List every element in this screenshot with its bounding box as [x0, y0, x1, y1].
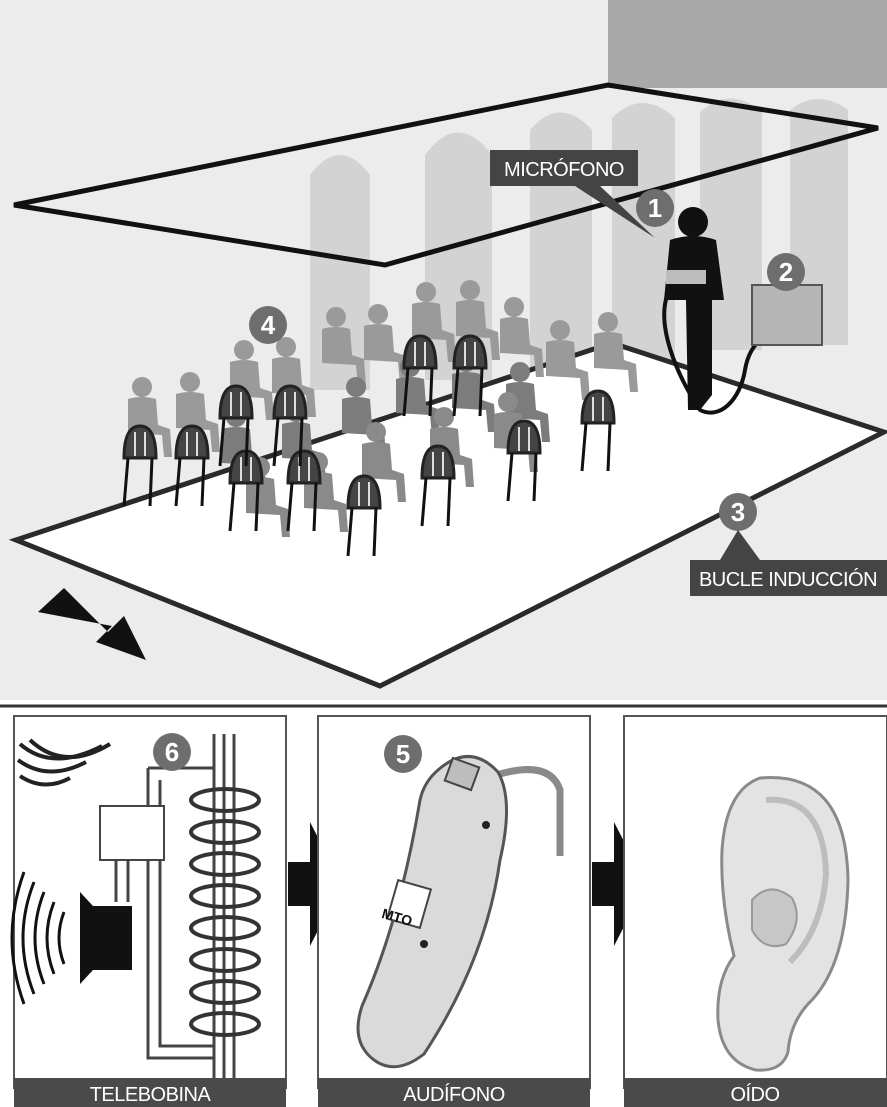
svg-text:4: 4	[261, 310, 276, 340]
svg-text:TELEBOBINA: TELEBOBINA	[90, 1084, 212, 1106]
svg-text:1: 1	[648, 193, 662, 223]
svg-text:OÍDO: OÍDO	[730, 1083, 779, 1106]
svg-text:BUCLE INDUCCIÓN: BUCLE INDUCCIÓN	[699, 568, 877, 591]
label-telecoil: TELEBOBINA	[14, 1078, 286, 1107]
marker-3: 3	[719, 493, 757, 531]
marker-6: 6	[153, 733, 191, 771]
marker-5: 5	[384, 735, 422, 773]
svg-text:5: 5	[396, 739, 410, 769]
label-ear: OÍDO	[624, 1078, 887, 1107]
label-hearing-aid: AUDÍFONO	[318, 1078, 590, 1107]
back-wall-shade	[608, 0, 887, 88]
svg-text:6: 6	[165, 737, 179, 767]
amplifier-box	[752, 285, 822, 345]
marker-1: 1	[636, 189, 674, 227]
amplifier-chip	[100, 806, 164, 860]
svg-text:MICRÓFONO: MICRÓFONO	[504, 158, 624, 181]
marker-4: 4	[249, 306, 287, 344]
svg-text:AUDÍFONO: AUDÍFONO	[403, 1083, 505, 1106]
marker-2: 2	[767, 253, 805, 291]
svg-text:3: 3	[731, 497, 745, 527]
svg-text:2: 2	[779, 257, 793, 287]
